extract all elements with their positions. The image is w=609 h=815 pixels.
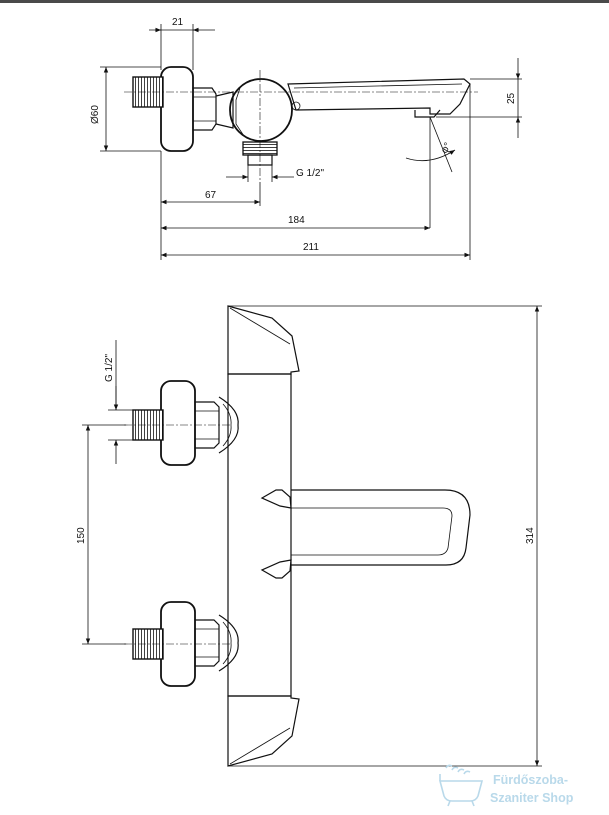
side-wall-flange: [160, 66, 194, 152]
bathtub-icon: [438, 764, 484, 807]
front-view: G 1/2" 150 314: [76, 305, 542, 767]
front-bottom-cap: [227, 695, 300, 767]
side-view: 21 Ø60 25 φ° G 1/2" 67 184: [90, 17, 522, 260]
watermark: Fürdőszoba- Szaniter Shop: [438, 764, 574, 807]
dim-184: 184: [288, 215, 305, 226]
dim-211: 211: [303, 242, 319, 253]
dim-25: 25: [506, 92, 517, 104]
dim-21: 21: [172, 17, 184, 28]
dim-diameter-60: Ø60: [90, 105, 101, 124]
watermark-line1: Fürdőszoba-: [493, 773, 568, 787]
front-lower-nut: [194, 619, 220, 667]
dim-thread-side: G 1/2": [296, 168, 324, 179]
side-mixer-body: [229, 78, 293, 142]
front-top-cap: [227, 305, 300, 375]
angle-label: φ°: [439, 141, 454, 156]
top-border: [0, 0, 609, 3]
front-upper-flange: [160, 380, 196, 466]
side-spout: [287, 78, 471, 115]
dim-thread-front: G 1/2": [104, 354, 115, 382]
watermark-line2: Szaniter Shop: [490, 791, 574, 805]
front-upper-nut: [194, 401, 220, 449]
dim-150: 150: [76, 527, 87, 544]
front-spout: [291, 489, 471, 566]
dim-67: 67: [205, 190, 217, 201]
side-nut: [192, 87, 217, 131]
dim-314: 314: [525, 527, 536, 544]
front-vertical-body: [227, 373, 292, 697]
